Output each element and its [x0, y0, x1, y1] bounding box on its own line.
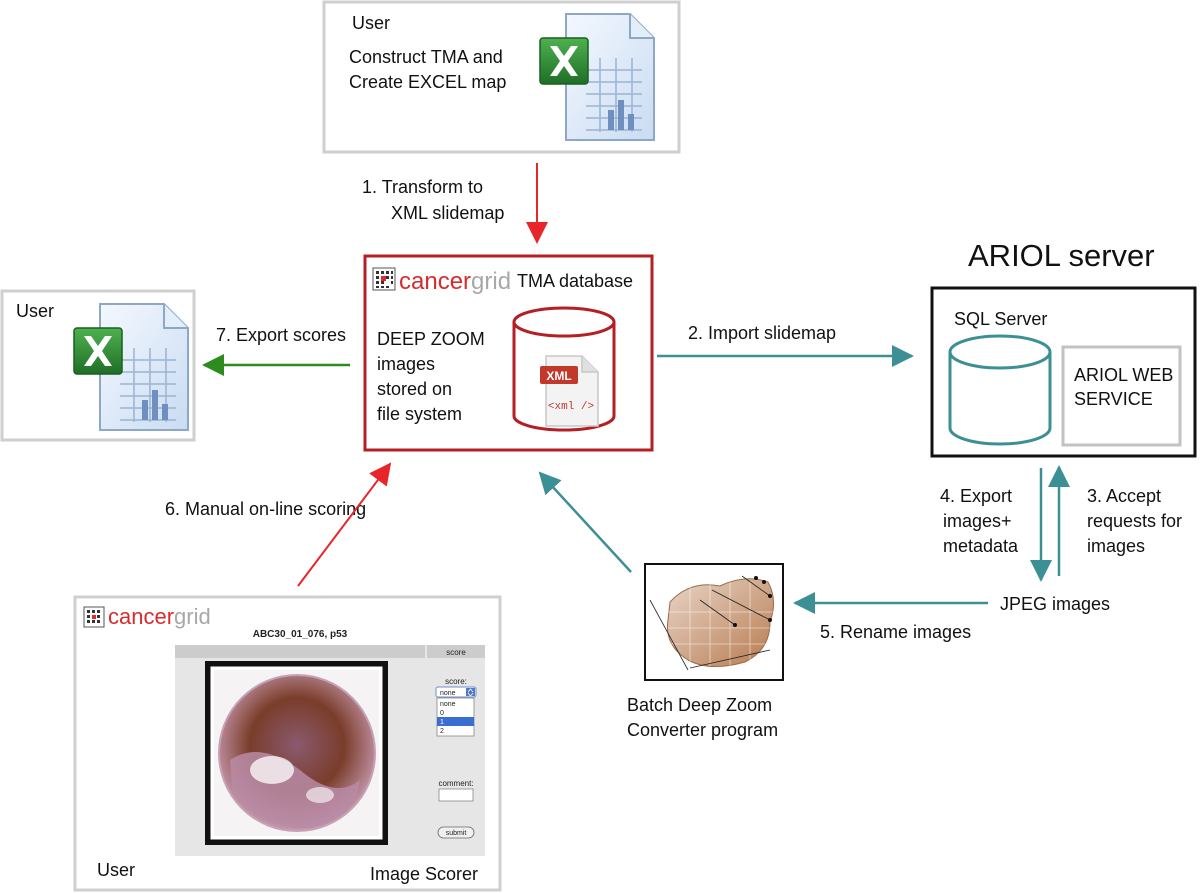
sql-database-cylinder-icon — [948, 334, 1052, 446]
score-dropdown-list: none 0 1 2 — [436, 697, 475, 737]
scorer-logo-cancer: cancer — [108, 604, 174, 629]
scorer-logo-grid: grid — [174, 604, 211, 629]
score-option-2[interactable]: 2 — [440, 728, 444, 735]
step6-arrow — [297, 462, 392, 587]
tissue-core-viewer[interactable] — [205, 661, 388, 845]
tma-logo-grid: grid — [471, 268, 511, 295]
step2-label: 2. Import slidemap — [688, 323, 836, 343]
score-select[interactable]: none — [435, 686, 477, 698]
score-option-none[interactable]: none — [440, 701, 456, 708]
left-user-box: User — [0, 289, 196, 442]
ariol-web-service-line-1: ARIOL WEB — [1074, 365, 1173, 385]
cancergrid-logo-icon — [372, 267, 396, 291]
score-option-0[interactable]: 0 — [440, 710, 444, 717]
step7-label: 7. Export scores — [216, 325, 346, 345]
score-label: score: — [445, 677, 467, 686]
chevron-updown-icon — [467, 688, 474, 697]
left-user-label: User — [16, 301, 54, 321]
step4-label-line-1: 4. Export — [940, 486, 1012, 506]
xml-badge-text: XML — [546, 369, 571, 383]
jpeg-images-label: JPEG images — [1000, 594, 1110, 614]
step3-label-line-1: 3. Accept — [1087, 486, 1161, 506]
converter-to-tma-arrow — [538, 471, 632, 573]
xml-file-icon: XML <xml /> — [540, 355, 599, 427]
step3-label-line-3: images — [1087, 536, 1145, 556]
svg-text:cancergrid: cancergrid — [399, 268, 511, 295]
comment-input[interactable] — [438, 788, 474, 802]
step4-label-line-2: images+ — [943, 511, 1012, 531]
converter-label-line-2: Converter program — [627, 720, 778, 740]
svg-text:cancergrid: cancergrid — [108, 604, 211, 629]
ariol-server-title: ARIOL server — [968, 238, 1155, 273]
tma-database-title: TMA database — [517, 271, 633, 291]
step4-label-line-3: metadata — [943, 536, 1019, 556]
tma-logo-cancer: cancer — [399, 268, 471, 295]
scorer-user-label: User — [97, 860, 135, 880]
step6-label: 6. Manual on-line scoring — [165, 499, 366, 519]
converter-label-line-1: Batch Deep Zoom — [627, 695, 772, 715]
score-select-value: none — [440, 690, 456, 697]
ariol-web-service-line-2: SERVICE — [1074, 389, 1153, 409]
submit-button[interactable]: submit — [437, 826, 475, 839]
tissue-slide-map-icon — [649, 575, 775, 671]
tma-text-line-4: file system — [377, 404, 462, 424]
converter-box — [644, 563, 784, 681]
tma-text-line-2: images — [377, 354, 435, 374]
xml-tag-text: <xml /> — [548, 401, 594, 413]
scorer-image-title: ABC30_01_076, p53 — [253, 629, 348, 640]
top-user-box: User Construct TMA and Create EXCEL map — [322, 0, 681, 154]
step5-label: 5. Rename images — [820, 622, 971, 642]
sql-server-label: SQL Server — [954, 309, 1047, 329]
tma-database-box: cancergrid TMA database DEEP ZOOM images… — [363, 254, 654, 452]
top-user-text-line-1: Construct TMA and — [349, 47, 503, 67]
top-user-label: User — [352, 13, 390, 33]
score-header: score — [446, 648, 466, 657]
image-scorer-title: Image Scorer — [370, 864, 478, 884]
comment-label: comment: — [438, 779, 473, 788]
tma-text-line-1: DEEP ZOOM — [377, 329, 485, 349]
step1-label-line-2: XML slidemap — [391, 203, 504, 223]
ariol-server-box: SQL Server ARIOL WEB SERVICE — [930, 286, 1197, 458]
step1-label-line-1: 1. Transform to — [362, 177, 483, 197]
top-user-text-line-2: Create EXCEL map — [349, 72, 506, 92]
tma-text-line-3: stored on — [377, 379, 452, 399]
scorer-cancergrid-logo-icon — [83, 606, 105, 628]
submit-button-label: submit — [446, 830, 467, 837]
score-option-1[interactable]: 1 — [440, 719, 444, 726]
step3-label-line-2: requests for — [1087, 511, 1182, 531]
ariol-web-service-box — [1061, 345, 1182, 447]
image-scorer-box: cancergrid ABC30_01_076, p53 score score… — [73, 595, 502, 892]
